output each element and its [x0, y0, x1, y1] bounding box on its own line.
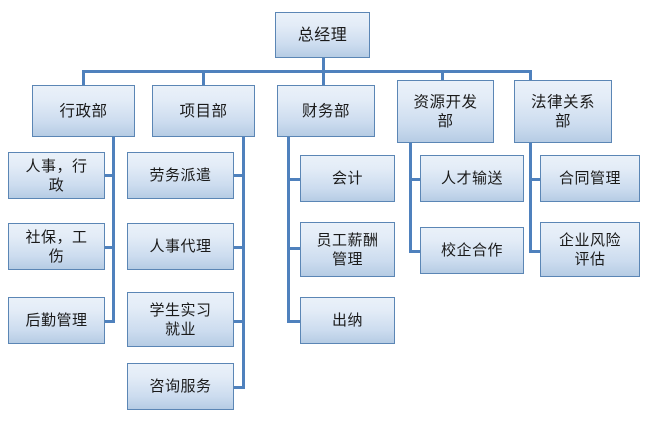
node-school-enterprise-cooperation[interactable]: 校企合作 [420, 227, 524, 274]
connector-department-bus [82, 70, 531, 73]
node-label: 咨询服务 [149, 377, 212, 396]
node-label: 人事，行 政 [25, 157, 88, 194]
connector-root-stem [322, 58, 325, 72]
connector-finance-child-1 [287, 178, 301, 181]
node-label: 员工薪酬 管理 [316, 231, 379, 268]
node-accounting[interactable]: 会计 [300, 155, 395, 202]
connector-spine-legal [529, 143, 532, 253]
node-social-security-injury[interactable]: 社保，工 伤 [8, 223, 105, 270]
connector-spine-resource [409, 143, 412, 253]
node-label: 校企合作 [440, 241, 503, 260]
node-finance-dept[interactable]: 财务部 [277, 85, 375, 137]
node-student-internship-employment[interactable]: 学生实习 就业 [127, 292, 234, 347]
connector-finance-child-2 [287, 247, 301, 250]
connector-admin-child-2 [104, 246, 115, 249]
connector-drop-project [202, 70, 205, 86]
node-label: 合同管理 [558, 169, 621, 188]
node-contract-management[interactable]: 合同管理 [540, 155, 640, 202]
node-enterprise-risk-assessment[interactable]: 企业风险 评估 [540, 222, 640, 277]
node-label: 会计 [331, 169, 363, 188]
connector-drop-finance [322, 70, 325, 86]
connector-drop-legal [529, 70, 532, 86]
connector-project-child-2 [233, 246, 245, 249]
node-hr-administration[interactable]: 人事，行 政 [8, 152, 105, 199]
connector-drop-admin [82, 70, 85, 86]
node-label: 人才输送 [440, 169, 503, 188]
node-consulting-services[interactable]: 咨询服务 [127, 363, 234, 410]
node-label: 社保，工 伤 [25, 228, 88, 265]
connector-project-child-3 [233, 320, 245, 323]
node-label: 劳务派遣 [149, 166, 212, 185]
node-label: 法律关系 部 [530, 92, 595, 130]
node-label: 学生实习 就业 [149, 301, 212, 338]
node-hr-agency[interactable]: 人事代理 [127, 223, 234, 270]
connector-admin-child-1 [104, 174, 115, 177]
connector-resource-child-1 [409, 178, 421, 181]
node-project-dept[interactable]: 项目部 [152, 85, 255, 137]
node-labor-dispatch[interactable]: 劳务派遣 [127, 152, 234, 199]
node-resource-development-dept[interactable]: 资源开发 部 [397, 80, 494, 143]
node-label: 人事代理 [149, 237, 212, 256]
connector-spine-project [242, 137, 245, 389]
connector-resource-child-2 [409, 250, 421, 253]
node-cashier[interactable]: 出纳 [300, 297, 395, 344]
node-employee-compensation-management[interactable]: 员工薪酬 管理 [300, 222, 395, 277]
node-label: 出纳 [331, 311, 363, 330]
connector-spine-admin [112, 137, 115, 323]
node-administration-dept[interactable]: 行政部 [32, 85, 135, 137]
node-label: 企业风险 评估 [558, 231, 621, 268]
connector-legal-child-1 [529, 178, 541, 181]
node-label: 后勤管理 [25, 311, 88, 330]
connector-finance-child-3 [287, 320, 301, 323]
node-label: 项目部 [179, 101, 228, 120]
connector-drop-resource [441, 70, 444, 86]
node-label: 总经理 [297, 25, 348, 45]
node-logistics-management[interactable]: 后勤管理 [8, 297, 105, 344]
node-label: 行政部 [59, 101, 108, 120]
connector-spine-finance [287, 137, 290, 323]
node-general-manager[interactable]: 总经理 [275, 12, 370, 58]
node-legal-relations-dept[interactable]: 法律关系 部 [514, 80, 612, 143]
node-talent-delivery[interactable]: 人才输送 [420, 155, 524, 202]
node-label: 资源开发 部 [413, 92, 478, 130]
connector-legal-child-2 [529, 250, 541, 253]
node-label: 财务部 [301, 101, 350, 120]
connector-project-child-4 [233, 386, 245, 389]
connector-project-child-1 [233, 174, 245, 177]
connector-admin-child-3 [104, 320, 115, 323]
